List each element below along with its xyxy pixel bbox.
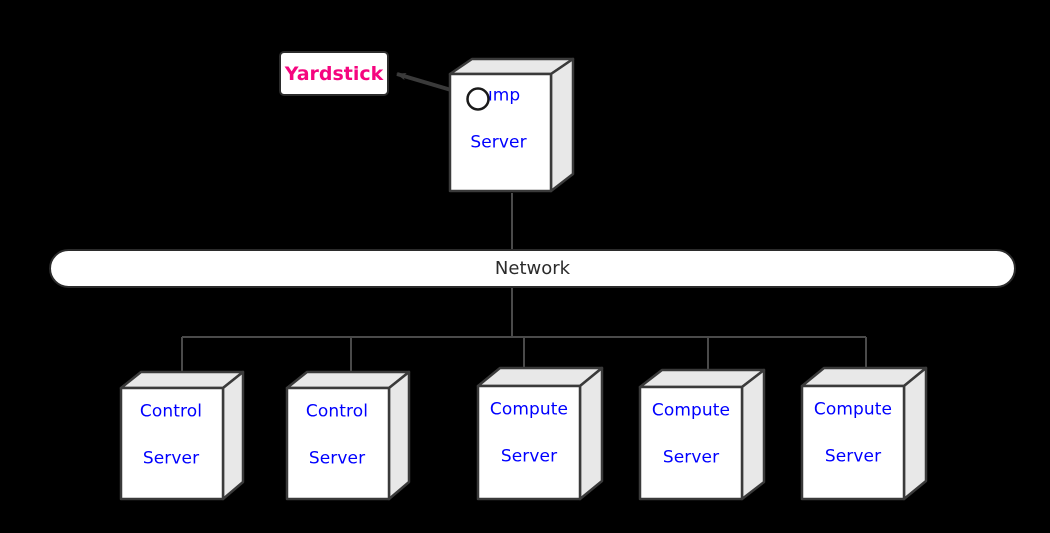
node-compute-server-1[interactable]: Compute Server [476,366,604,501]
node-jump-server[interactable]: Jump Server [448,57,575,193]
jump-server-cube-shape [448,57,575,193]
yardstick-note[interactable]: Yardstick [279,51,389,96]
node-control-server-1[interactable]: Control Server [119,370,245,501]
lollipop-circle-icon[interactable] [466,87,490,111]
control-server-1-cube-shape [119,370,245,501]
network-bus-label: Network [494,258,571,279]
jump-server-interface-layer [466,87,490,111]
compute-server-2-cube-shape [638,368,766,501]
node-control-server-2[interactable]: Control Server [285,370,411,501]
node-compute-server-3[interactable]: Compute Server [800,366,928,501]
network-bus[interactable]: Network [49,249,1016,288]
node-compute-server-2[interactable]: Compute Server [638,368,766,501]
yardstick-note-label: Yardstick [284,62,384,85]
compute-server-1-cube-shape [476,366,604,501]
control-server-2-cube-shape [285,370,411,501]
compute-server-3-cube-shape [800,366,928,501]
